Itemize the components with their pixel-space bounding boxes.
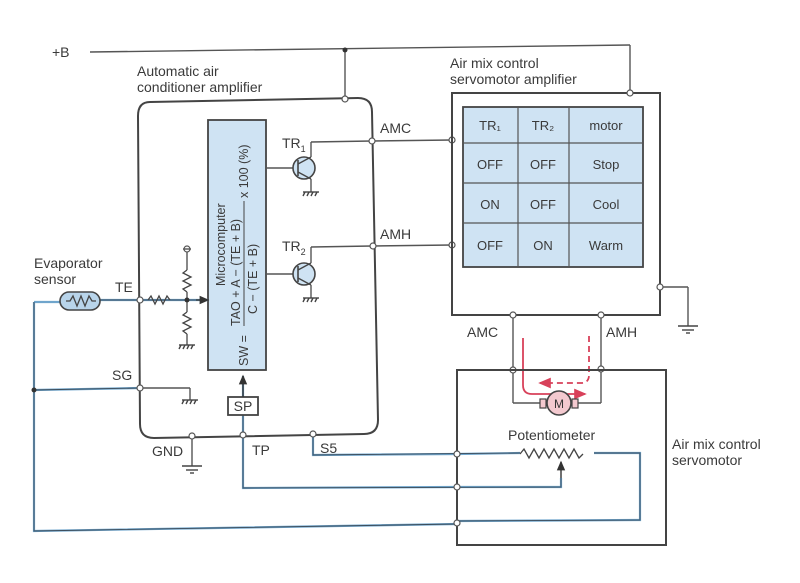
potentiometer-label: Potentiometer (508, 427, 595, 443)
servo-amplifier-label-line1: Air mix control (450, 55, 539, 71)
servo-amplifier-ground (656, 283, 698, 334)
supply-line (89, 44, 631, 98)
servo-amplifier-label-line2: servomotor amplifier (450, 71, 577, 87)
servomotor-label-line2: servomotor (672, 452, 742, 468)
table-header-tr1: TR₁ (479, 118, 501, 133)
table-cell: ON (480, 197, 500, 212)
node-te (136, 296, 144, 304)
evaporator-sensor-label-line2: sensor (34, 271, 76, 287)
ac-amplifier-label-line1: Automatic air (137, 63, 219, 79)
ac-amplifier-box (136, 96, 380, 440)
microcomputer-title: Microcomputer (214, 203, 228, 286)
servo-amplifier-box (451, 92, 661, 316)
formula-multiplier: x 100 (%) (237, 145, 251, 199)
potentiometer-icon (519, 447, 584, 478)
table-cell: OFF (477, 157, 503, 172)
evaporator-sensor-label-line1: Evaporator (34, 255, 103, 271)
te-label: TE (115, 279, 133, 295)
sg-ground (140, 387, 198, 405)
transistor-tr1 (266, 140, 373, 197)
tr2-label: TR2 (282, 238, 306, 257)
node-sg (136, 384, 144, 392)
amc-bottom-label: AMC (467, 324, 498, 340)
supply-label: +B (52, 44, 70, 60)
motor-icon: M (539, 390, 579, 416)
amh-bottom-label: AMH (606, 324, 637, 340)
table-row: OFF ON Warm (477, 238, 623, 253)
table-row: ON OFF Cool (480, 197, 619, 212)
node-amh-ac (369, 242, 377, 250)
motor-symbol-label: M (554, 397, 564, 411)
node-servo-supply (626, 89, 634, 97)
evaporator-sensor-icon (59, 291, 101, 311)
table-header-tr2: TR₂ (532, 118, 554, 133)
transistor-tr2 (266, 245, 373, 303)
signal-wires (31, 298, 642, 533)
node-tp (239, 431, 247, 439)
node-gnd (188, 432, 196, 440)
sp-label: SP (234, 398, 253, 414)
node-ac-supply (341, 95, 349, 103)
amh-top-label: AMH (380, 226, 411, 242)
formula-numerator: TAO + A − (TE + B) (229, 219, 243, 326)
table-cell: ON (533, 238, 553, 253)
table-cell: Cool (593, 197, 620, 212)
servomotor-label-line1: Air mix control (672, 436, 761, 452)
te-input-network (147, 245, 210, 350)
table-header-motor: motor (589, 118, 623, 133)
tp-label: TP (252, 442, 270, 458)
node-amc-ac (368, 137, 376, 145)
table-cell: OFF (477, 238, 503, 253)
table-cell: OFF (530, 197, 556, 212)
ac-amplifier-label-line2: conditioner amplifier (137, 79, 263, 95)
table-cell: OFF (530, 157, 556, 172)
gnd-ground (182, 436, 202, 474)
table-cell: Warm (589, 238, 623, 253)
table-cell: Stop (593, 157, 620, 172)
sg-label: SG (112, 367, 132, 383)
truth-table: TR₁ TR₂ motor OFF OFF Stop ON OFF Cool O… (462, 106, 644, 268)
current-flow-arrows (522, 336, 590, 400)
table-row: OFF OFF Stop (477, 157, 619, 172)
wire-amc (371, 139, 453, 142)
formula-denominator: C − (TE + B) (246, 244, 260, 314)
formula-lhs: SW = (237, 335, 251, 366)
microcomputer-block (207, 119, 267, 371)
gnd-label: GND (152, 443, 183, 459)
s5-label: S5 (320, 440, 337, 456)
amc-top-label: AMC (380, 120, 411, 136)
tr1-label: TR1 (282, 135, 306, 154)
node-s5 (309, 430, 317, 438)
wire-amh (371, 244, 453, 247)
